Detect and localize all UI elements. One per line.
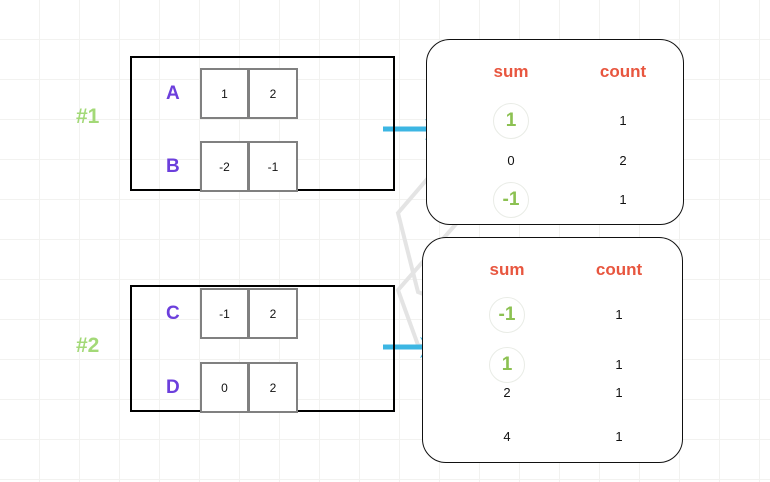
row-key-a: A: [166, 82, 180, 104]
aggregate-count-value: 1: [615, 429, 623, 444]
cell-a-0: 1: [200, 68, 249, 119]
column-header-sum-2: sum: [489, 260, 525, 279]
data-row-c: C -1 2: [166, 288, 298, 339]
cell-pair-c: -1 2: [200, 288, 298, 339]
aggregate-panel-1: sum count 1 1 0 2 -1 1: [426, 39, 684, 225]
column-header-count-1: count: [599, 62, 647, 81]
row-key-d: D: [166, 376, 180, 398]
row-key-c: C: [166, 302, 180, 324]
aggregate-count-value: 1: [615, 385, 623, 400]
cell-c-0: -1: [200, 288, 249, 339]
cell-b-1: -1: [249, 141, 298, 192]
aggregate-count-value: 1: [615, 357, 623, 372]
group-label-2: #2: [76, 334, 100, 357]
cell-d-1: 2: [249, 362, 298, 413]
aggregate-sum-value: 1: [469, 347, 545, 383]
cell-pair-b: -2 -1: [200, 141, 298, 192]
aggregate-sum-value: 2: [503, 385, 511, 400]
cell-a-1: 2: [249, 68, 298, 119]
aggregate-row: 4 1: [423, 420, 682, 454]
aggregate-row: 0 2: [427, 144, 683, 178]
aggregate-count-value: 1: [619, 192, 627, 207]
aggregate-row: -1 1: [427, 182, 683, 218]
cell-c-1: 2: [249, 288, 298, 339]
aggregate-header-2: sum count: [423, 260, 682, 284]
aggregate-sum-value: -1: [473, 182, 549, 218]
aggregate-header-1: sum count: [427, 62, 683, 86]
aggregate-sum-value: 4: [503, 429, 511, 444]
data-row-d: D 0 2: [166, 362, 298, 413]
aggregate-row: 1 1: [423, 347, 682, 383]
cell-d-0: 0: [200, 362, 249, 413]
cell-pair-d: 0 2: [200, 362, 298, 413]
data-row-b: B -2 -1: [166, 141, 298, 192]
aggregate-row: 1 1: [427, 103, 683, 139]
data-row-a: A 1 2: [166, 68, 298, 119]
aggregate-row: 2 1: [423, 376, 682, 410]
aggregate-panel-2: sum count -1 1 1 1 2 1 4 1: [422, 237, 683, 463]
row-key-b: B: [166, 155, 180, 177]
cell-pair-a: 1 2: [200, 68, 298, 119]
group-label-1: #1: [76, 105, 100, 128]
aggregate-sum-value: 1: [473, 103, 549, 139]
aggregate-sum-value: -1: [469, 297, 545, 333]
column-header-count-2: count: [595, 260, 643, 279]
column-header-sum-1: sum: [493, 62, 529, 81]
cell-b-0: -2: [200, 141, 249, 192]
aggregate-row: -1 1: [423, 297, 682, 333]
aggregate-count-value: 1: [615, 307, 623, 322]
aggregate-sum-value: 0: [507, 153, 515, 168]
aggregate-count-value: 1: [619, 113, 627, 128]
aggregate-count-value: 2: [619, 153, 627, 168]
